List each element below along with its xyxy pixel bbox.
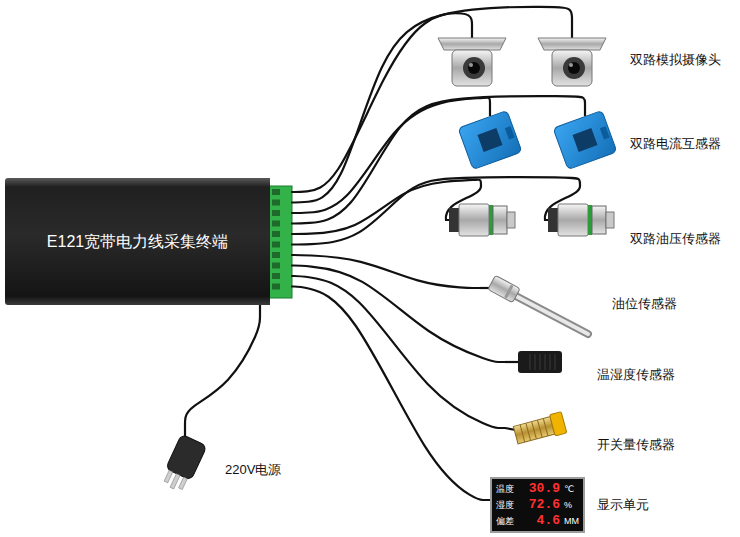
temp-humidity-sensor-icon xyxy=(505,351,562,373)
device-label: 双路电流互感器 xyxy=(630,136,721,152)
device-label: 显示单元 xyxy=(597,497,649,513)
reading-value: 4.6 xyxy=(516,514,560,528)
device-node: 双路油压传感器 xyxy=(445,186,727,250)
camera-icon xyxy=(538,26,606,86)
device-label: 双路模拟摄像头 xyxy=(630,52,721,68)
device-label: 开关量传感器 xyxy=(597,437,675,453)
device-label: 双路油压传感器 xyxy=(630,231,721,247)
power-plug-icon xyxy=(159,425,207,494)
switch-sensor-icon xyxy=(505,412,567,446)
cable xyxy=(292,255,480,288)
device-node: 双路电流互感器 xyxy=(450,104,727,172)
device-label: 油位传感器 xyxy=(612,296,677,312)
device-node: 双路模拟摄像头 xyxy=(432,26,727,92)
reading-unit: ℃ xyxy=(562,482,579,496)
display-panel: 温度30.9℃ 湿度72.6% 偏差4.6MM xyxy=(490,477,585,533)
cable xyxy=(185,305,260,425)
device-node: 油位传感器 xyxy=(480,268,683,340)
cable xyxy=(292,180,481,234)
terminal-title: E121宽带电力线采集终端 xyxy=(47,232,228,252)
cable xyxy=(292,276,505,428)
device-node: 开关量传感器 xyxy=(505,400,681,456)
reading-name: 湿度 xyxy=(496,498,514,512)
device-label: 温湿度传感器 xyxy=(597,367,675,383)
pressure-sensor-icon xyxy=(545,186,614,236)
cable xyxy=(292,98,490,213)
camera-icon xyxy=(438,26,506,86)
device-node: 温湿度传感器 xyxy=(505,345,681,383)
cable xyxy=(292,287,490,501)
cable xyxy=(292,96,585,223)
current-transformer-icon xyxy=(553,104,617,170)
oil-level-sensor-icon xyxy=(480,275,588,334)
current-transformer-icon xyxy=(458,104,522,170)
device-node: 220V电源 xyxy=(150,425,300,490)
reading-name: 偏差 xyxy=(496,514,514,528)
reading-name: 温度 xyxy=(496,482,514,496)
display-unit: 温度30.9℃ 湿度72.6% 偏差4.6MM 显示单元 xyxy=(490,476,649,534)
reading-unit: % xyxy=(562,498,579,512)
reading-value: 30.9 xyxy=(516,482,560,496)
cable xyxy=(292,177,580,244)
device-label: 220V电源 xyxy=(225,462,281,478)
reading-value: 72.6 xyxy=(516,498,560,512)
terminal-box: E121宽带电力线采集终端 xyxy=(5,178,292,305)
reading-unit: MM xyxy=(562,514,579,528)
pressure-sensor-icon xyxy=(446,186,515,236)
